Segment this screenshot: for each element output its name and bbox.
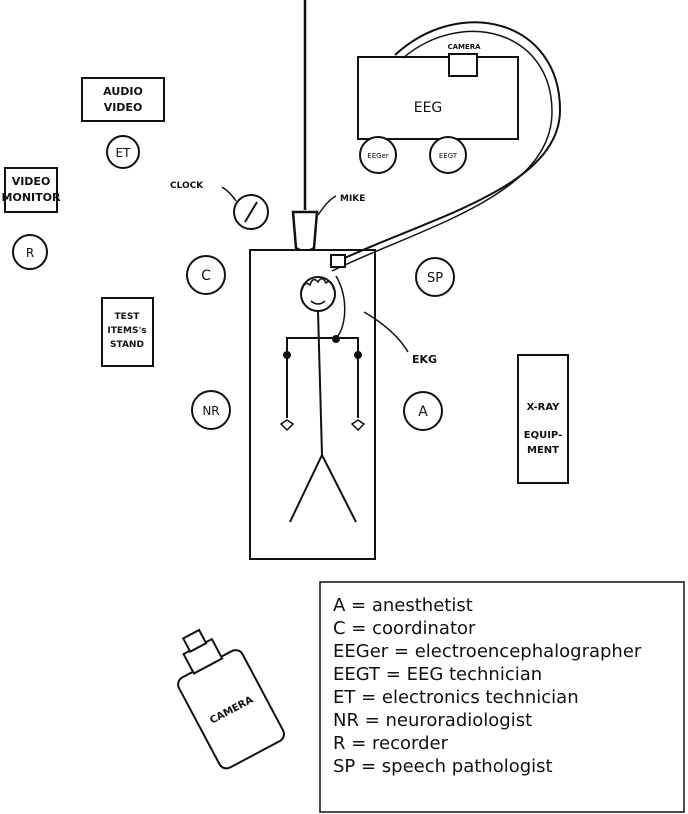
- patient-hair: [301, 278, 335, 291]
- nr-circle: [191, 390, 231, 430]
- legend-line: R = recorder: [333, 733, 449, 754]
- xray-line-3: MENT: [527, 445, 559, 456]
- eeger-label: EEGer: [367, 152, 389, 160]
- et-circle: [106, 135, 140, 169]
- legend-line: EEGer = electroencephalographer: [333, 641, 642, 662]
- legend-box: [319, 581, 685, 813]
- c-label: C: [201, 268, 211, 284]
- video-monitor-line-2: MONITOR: [2, 191, 61, 204]
- xray-line-1: X-RAY: [527, 402, 561, 413]
- test-items-line-2: ITEMS's: [107, 326, 146, 336]
- test-items-stand-box: [101, 297, 154, 367]
- eeg-cable-inner: [331, 30, 553, 272]
- clock-label: CLOCK: [170, 181, 204, 191]
- sp-label: SP: [427, 271, 443, 286]
- left-arm-electrode: [283, 351, 291, 359]
- mike-pointer: [317, 195, 337, 216]
- clock-hand: [244, 201, 258, 223]
- patient-left-hand: [279, 419, 295, 432]
- patient-smile: [310, 300, 326, 305]
- xray-line-2: EQUIP-: [524, 430, 562, 441]
- sp-circle: [415, 257, 455, 297]
- et-label: ET: [116, 146, 132, 160]
- video-monitor-box: [4, 167, 58, 213]
- eegt-circle: [429, 136, 467, 174]
- audio-video-box: [81, 77, 165, 122]
- patient-legs: [289, 452, 357, 523]
- mike-label: MIKE: [340, 194, 365, 204]
- r-label: R: [26, 246, 34, 260]
- r-circle: [12, 234, 48, 270]
- test-items-line-3: STAND: [110, 340, 144, 350]
- patient-arms: [286, 337, 359, 418]
- ekg-pointer: [363, 311, 409, 353]
- a-label: A: [418, 404, 428, 420]
- xray-equipment-box: [517, 354, 569, 484]
- legend-line: NR = neuroradiologist: [333, 710, 532, 731]
- patient-right-hand: [350, 419, 366, 432]
- video-monitor-line-1: VIDEO: [12, 175, 51, 188]
- c-circle: [186, 255, 226, 295]
- a-circle: [403, 391, 443, 431]
- ekg-lead: [335, 275, 346, 339]
- right-arm-electrode: [354, 351, 362, 359]
- camera-bottom-icon: CAMERA: [177, 628, 285, 770]
- eeg-label: EEG: [414, 100, 443, 116]
- audio-video-line-2: VIDEO: [104, 101, 143, 114]
- chest-electrode: [332, 335, 340, 343]
- legend-line: A = anesthetist: [333, 595, 473, 616]
- microphone-icon: [291, 210, 319, 253]
- patient-body: [317, 310, 323, 456]
- legend-line: EEGT = EEG technician: [333, 664, 542, 685]
- ekg-label: EKG: [412, 353, 437, 366]
- camera-top-icon: [448, 53, 478, 77]
- legend-line: SP = speech pathologist: [333, 756, 553, 777]
- nr-label: NR: [202, 404, 219, 418]
- audio-video-line-1: AUDIO: [103, 85, 143, 98]
- legend-line: C = coordinator: [333, 618, 476, 639]
- camera-top-label: CAMERA: [447, 43, 481, 51]
- eegt-label: EEGT: [439, 152, 458, 160]
- eeger-circle: [359, 136, 397, 174]
- electrode-connector: [330, 254, 346, 268]
- legend-line: ET = electronics technician: [333, 687, 579, 708]
- eeg-machine-box: [357, 56, 519, 140]
- test-items-line-1: TEST: [115, 312, 141, 322]
- eeg-cable: [329, 21, 562, 266]
- clock-pointer: [221, 186, 237, 202]
